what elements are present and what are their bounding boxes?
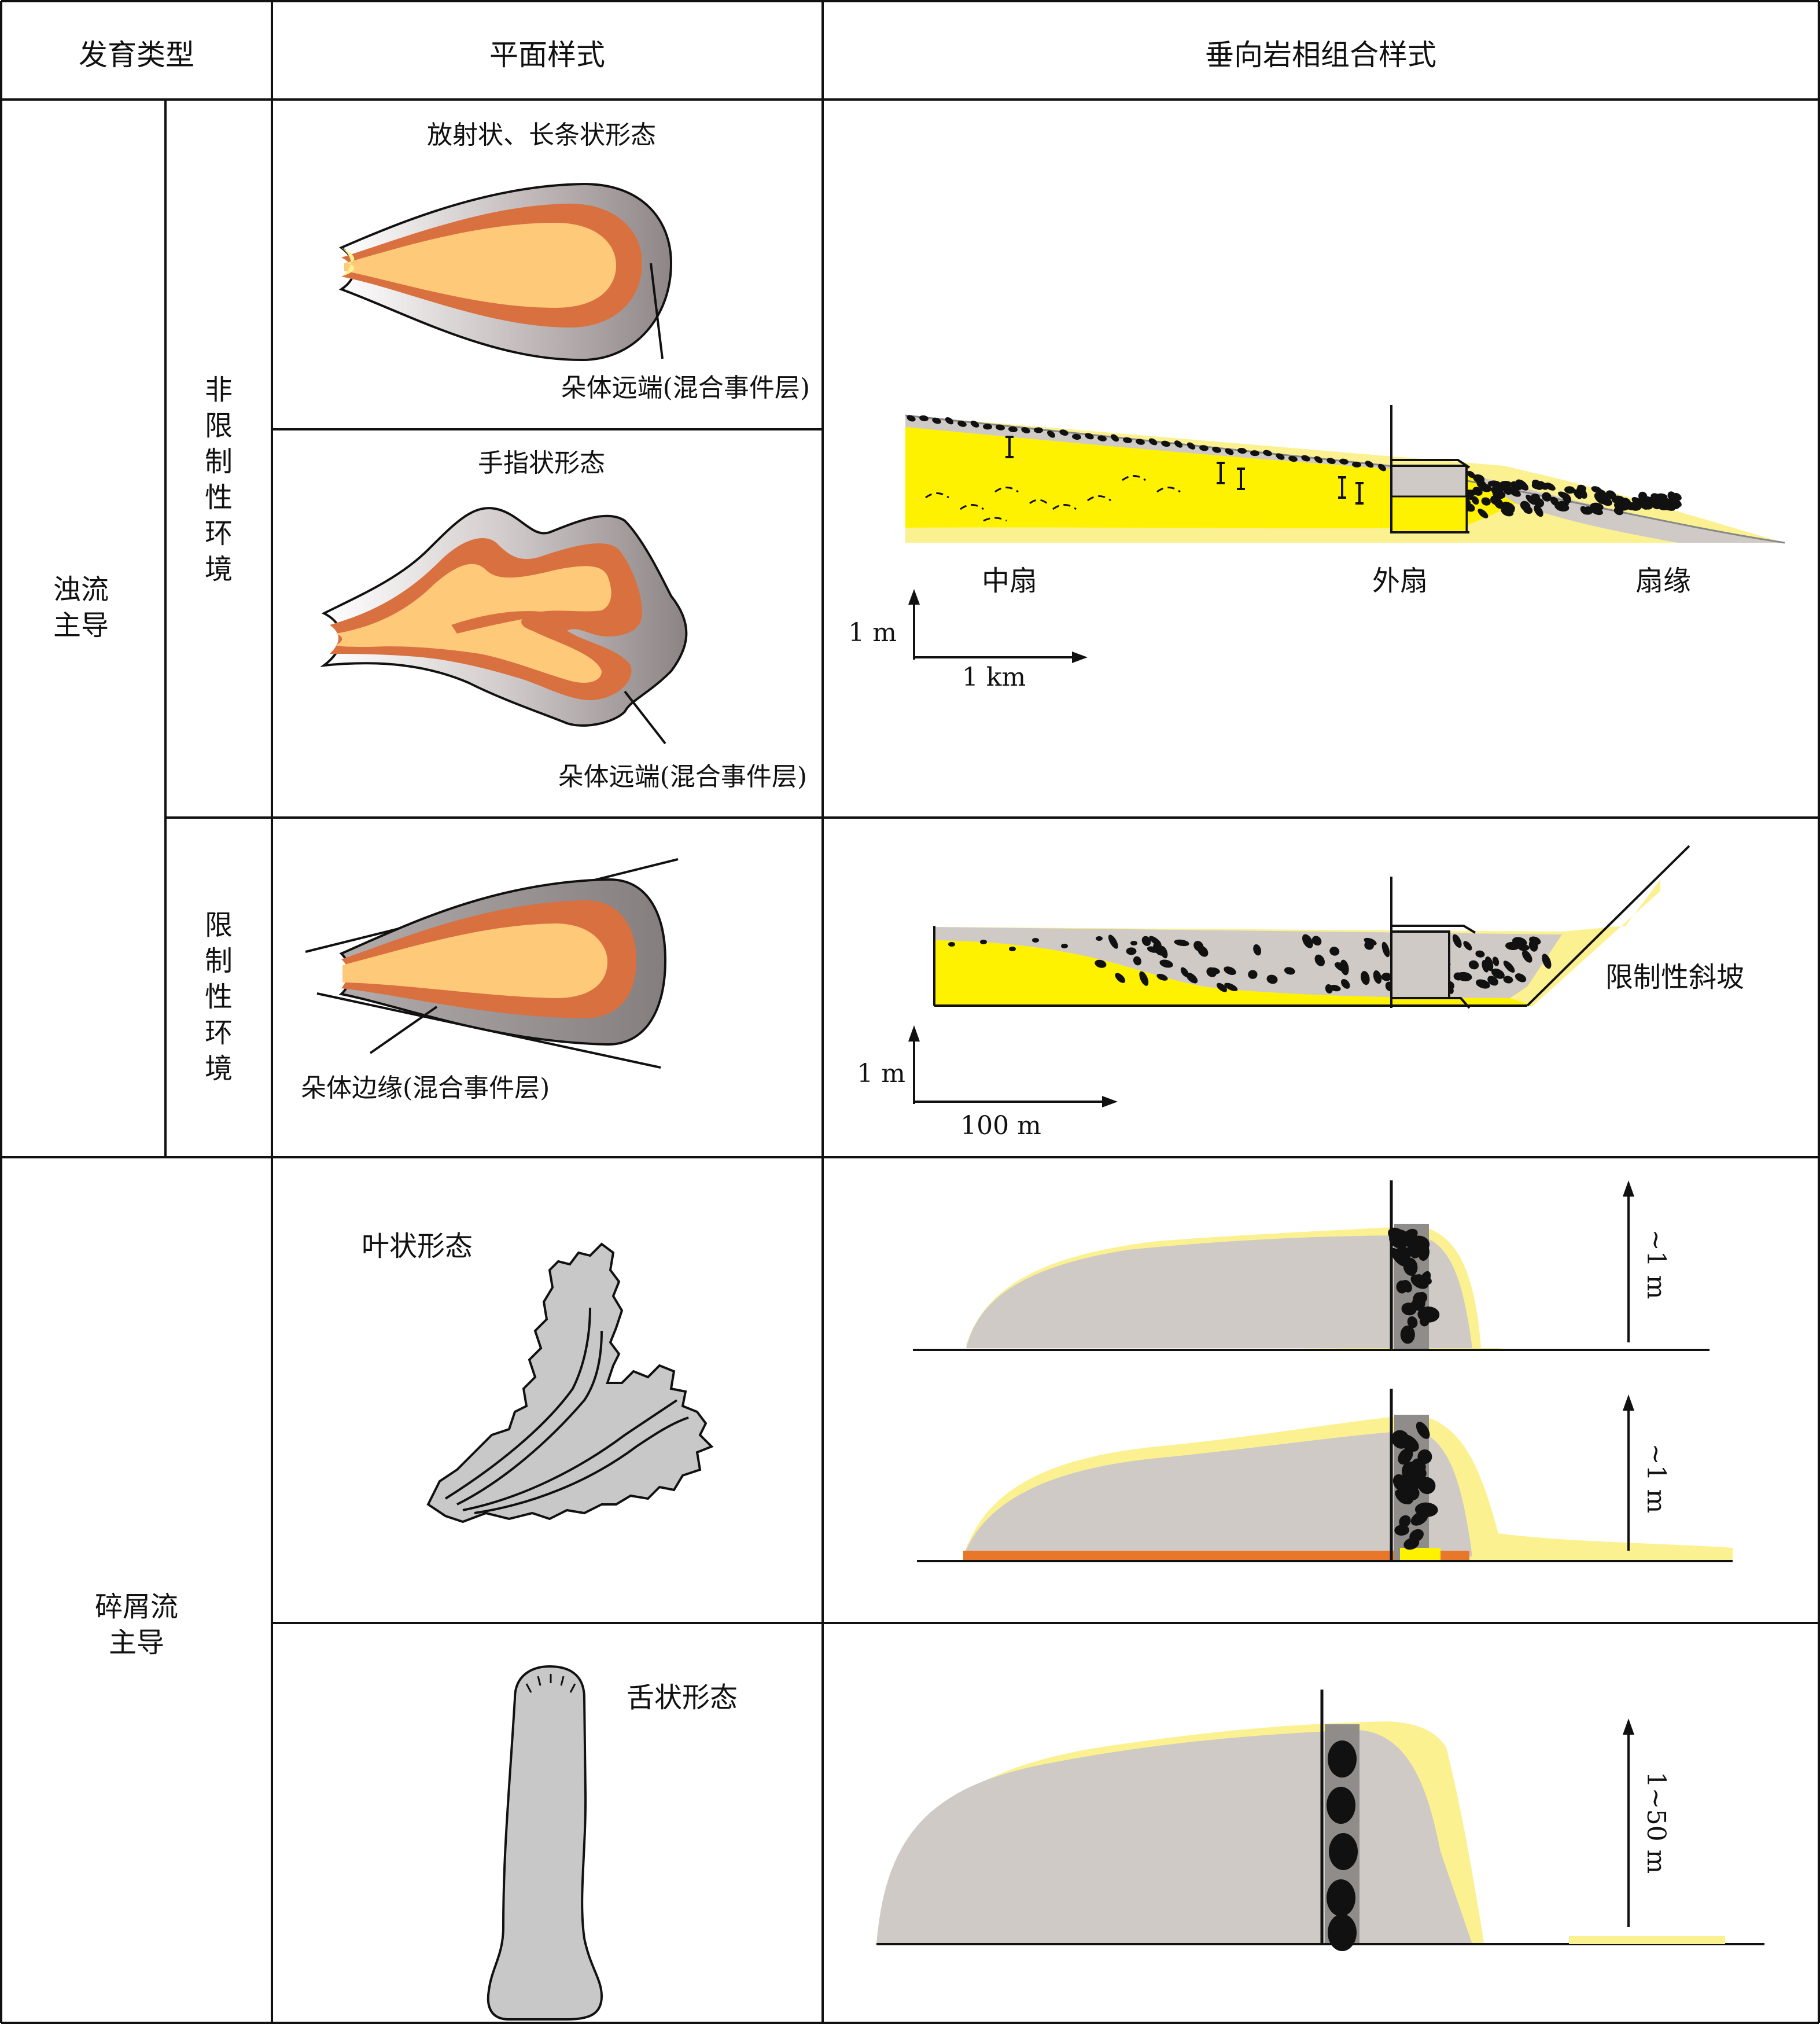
env-unconfined-label: 非 限 制 性 环 境: [205, 374, 233, 586]
svg-text:环: 环: [205, 1017, 233, 1049]
confined-scale-v: 1 m: [857, 1059, 905, 1088]
svg-text:制: 制: [205, 945, 233, 977]
confined-scale-h: 100 m: [960, 1111, 1041, 1140]
vertical-debris-2: ~1 m: [917, 1389, 1733, 1562]
plan-radial-note: 朵体远端(混合事件层): [561, 373, 810, 403]
vertical-confined: 限制性斜坡 1 m 100 m: [857, 845, 1744, 1140]
svg-text:境: 境: [205, 553, 233, 586]
vertical-unconfined-fan: 中扇 外扇 扇缘 1 m 1 km: [848, 405, 1785, 692]
plan-confined-note: 朵体边缘(混合事件层): [301, 1073, 550, 1103]
zone-outer-fan: 外扇: [1372, 565, 1428, 597]
type-turbidity-line2: 主导: [53, 609, 109, 642]
plan-radial-title: 放射状、长条状形态: [427, 120, 656, 150]
type-turbidity-line1: 浊流: [53, 573, 109, 606]
debris2-scale: ~1 m: [1641, 1444, 1671, 1514]
unconfined-scale-v: 1 m: [848, 618, 897, 647]
svg-text:制: 制: [205, 446, 233, 478]
zone-middle-fan: 中扇: [982, 565, 1037, 597]
plan-radial-lobe: 放射状、长条状形态 朵体远端(混合事件层): [338, 120, 810, 403]
debris1-scale: ~1 m: [1641, 1230, 1671, 1300]
plan-tongue-title: 舌状形态: [627, 1681, 738, 1714]
debris3-scale: 1~50 m: [1641, 1772, 1671, 1874]
type-debris-line2: 主导: [109, 1626, 164, 1659]
plan-finger-title: 手指状形态: [478, 448, 605, 478]
type-debris-line1: 碎屑流: [95, 1591, 178, 1623]
svg-text:限: 限: [205, 909, 233, 941]
plan-finger-note: 朵体远端(混合事件层): [558, 762, 807, 792]
plan-leaf-title: 叶状形态: [362, 1230, 473, 1263]
svg-text:限: 限: [205, 410, 233, 442]
plan-leaf-lobe: 叶状形态: [362, 1230, 714, 1523]
header-plan: 平面样式: [489, 38, 605, 72]
header-vertical: 垂向岩相组合样式: [1205, 38, 1436, 72]
svg-text:环: 环: [205, 517, 233, 550]
confined-slope-label: 限制性斜坡: [1605, 961, 1744, 993]
vertical-debris-3: 1~50 m: [876, 1690, 1764, 1951]
unconfined-scale-h: 1 km: [962, 663, 1026, 692]
plan-finger-lobe: 手指状形态 朵体远端(混合事件层): [320, 448, 807, 792]
svg-text:性: 性: [205, 481, 233, 514]
header-type: 发育类型: [79, 38, 194, 72]
zone-fan-fringe: 扇缘: [1635, 565, 1691, 597]
svg-text:性: 性: [205, 981, 233, 1013]
vertical-debris-1: ~1 m: [913, 1180, 1710, 1351]
svg-text:非: 非: [205, 374, 233, 406]
plan-confined-lobe: 朵体边缘(混合事件层): [301, 858, 679, 1103]
plan-tongue: 舌状形态: [487, 1665, 738, 2021]
svg-text:境: 境: [205, 1053, 233, 1085]
env-confined-label: 限 制 性 环 境: [205, 909, 233, 1085]
